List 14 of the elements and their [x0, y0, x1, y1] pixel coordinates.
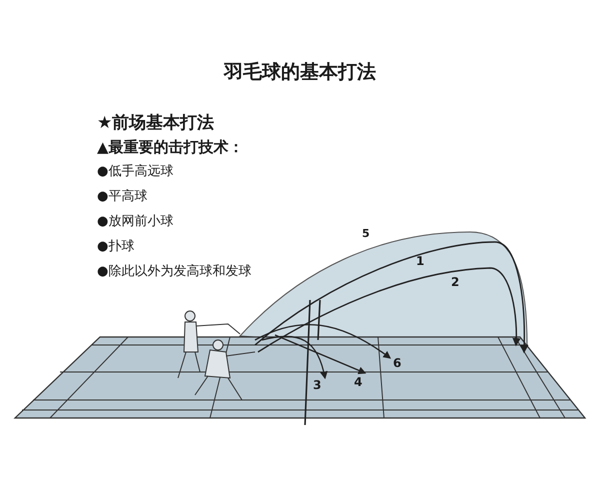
subheading: ▲最重要的击打技术：: [97, 139, 244, 156]
title: 羽毛球的基本打法: [224, 62, 376, 83]
trajectory-number: 2: [451, 276, 460, 290]
list-item: ●扑球: [97, 240, 134, 254]
list-item: ●低手高远球: [97, 165, 174, 180]
list-item: ●除此以外为发高球和发球: [97, 265, 252, 280]
trajectory-number: 5: [362, 228, 370, 240]
trajectory-number: 4: [354, 376, 362, 390]
list-item: ●平高球: [97, 190, 148, 204]
trajectory-number: 3: [313, 379, 322, 392]
section-heading: ★前场基本打法: [97, 114, 214, 133]
trajectory-number: 1: [416, 255, 424, 268]
list-item: ●放网前小球: [97, 215, 174, 230]
trajectory-number: 6: [393, 357, 402, 370]
